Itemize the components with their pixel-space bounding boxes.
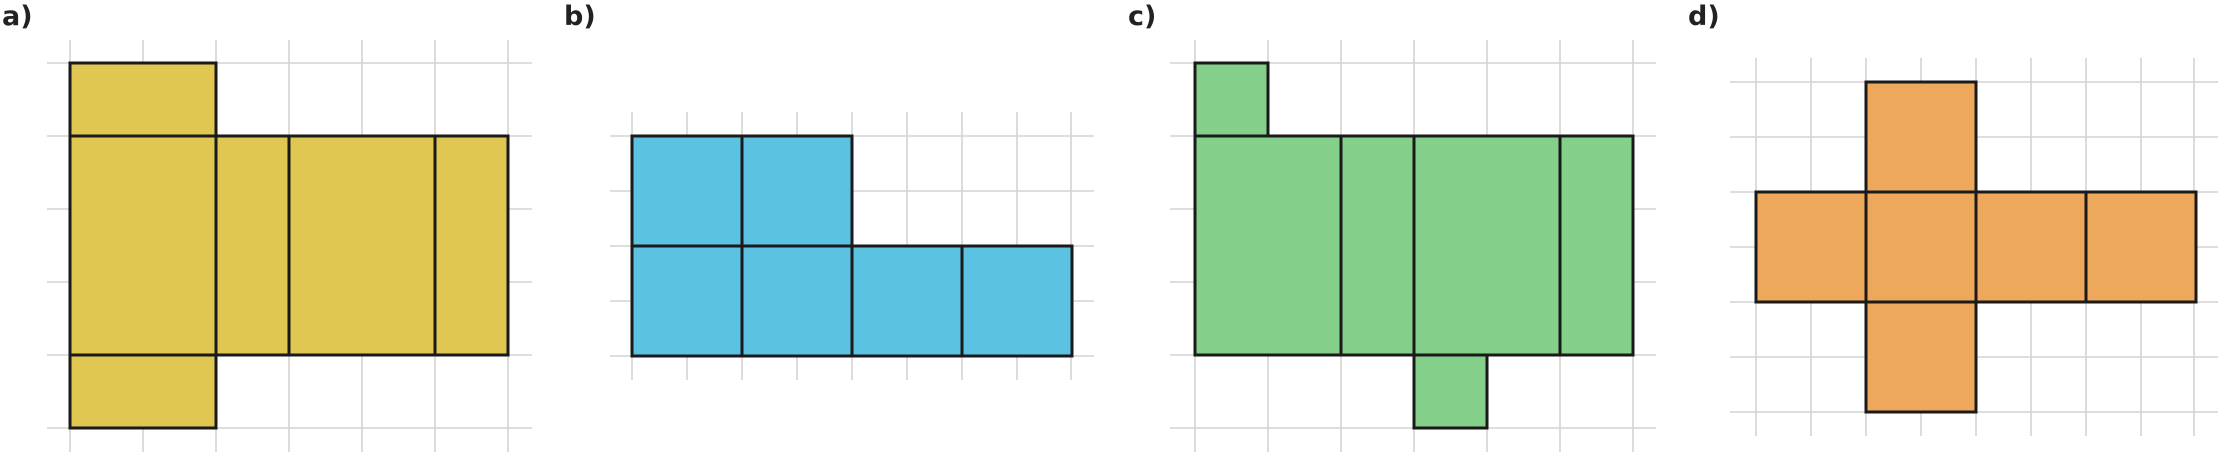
panel-c: c) — [1128, 1, 1656, 452]
net-face-3 — [1864, 190, 1978, 304]
net-face-6 — [68, 353, 218, 430]
net-face-4 — [287, 134, 437, 357]
net-face-3 — [630, 244, 744, 358]
net-face-2 — [68, 134, 218, 357]
net-face-2 — [740, 134, 854, 248]
net-face-4 — [1412, 134, 1562, 357]
net-face-4 — [1974, 190, 2088, 304]
panel-a-net — [68, 61, 510, 430]
net-face-2 — [1193, 134, 1343, 357]
panel-a-label: a) — [2, 1, 33, 32]
panel-b: b) — [564, 1, 1094, 380]
panel-b-label: b) — [564, 1, 596, 32]
panel-a: a) — [2, 1, 532, 452]
net-face-2 — [1754, 190, 1868, 304]
panel-d-label: d) — [1688, 1, 1720, 32]
net-face-5 — [433, 134, 510, 357]
net-face-5 — [1558, 134, 1635, 357]
net-face-6 — [1864, 300, 1978, 414]
panel-c-net — [1193, 61, 1635, 430]
net-face-3 — [1339, 134, 1416, 357]
net-face-1 — [1864, 80, 1978, 194]
net-face-1 — [630, 134, 744, 248]
net-face-4 — [740, 244, 854, 358]
panel-c-label: c) — [1128, 1, 1156, 32]
net-face-6 — [1412, 353, 1489, 430]
net-face-1 — [1193, 61, 1270, 138]
panel-d-net — [1754, 80, 2198, 414]
net-face-1 — [68, 61, 218, 138]
net-face-6 — [960, 244, 1074, 358]
panel-d: d) — [1688, 1, 2218, 436]
panel-b-net — [630, 134, 1074, 358]
net-face-5 — [850, 244, 964, 358]
net-face-3 — [214, 134, 291, 357]
net-face-5 — [2084, 190, 2198, 304]
